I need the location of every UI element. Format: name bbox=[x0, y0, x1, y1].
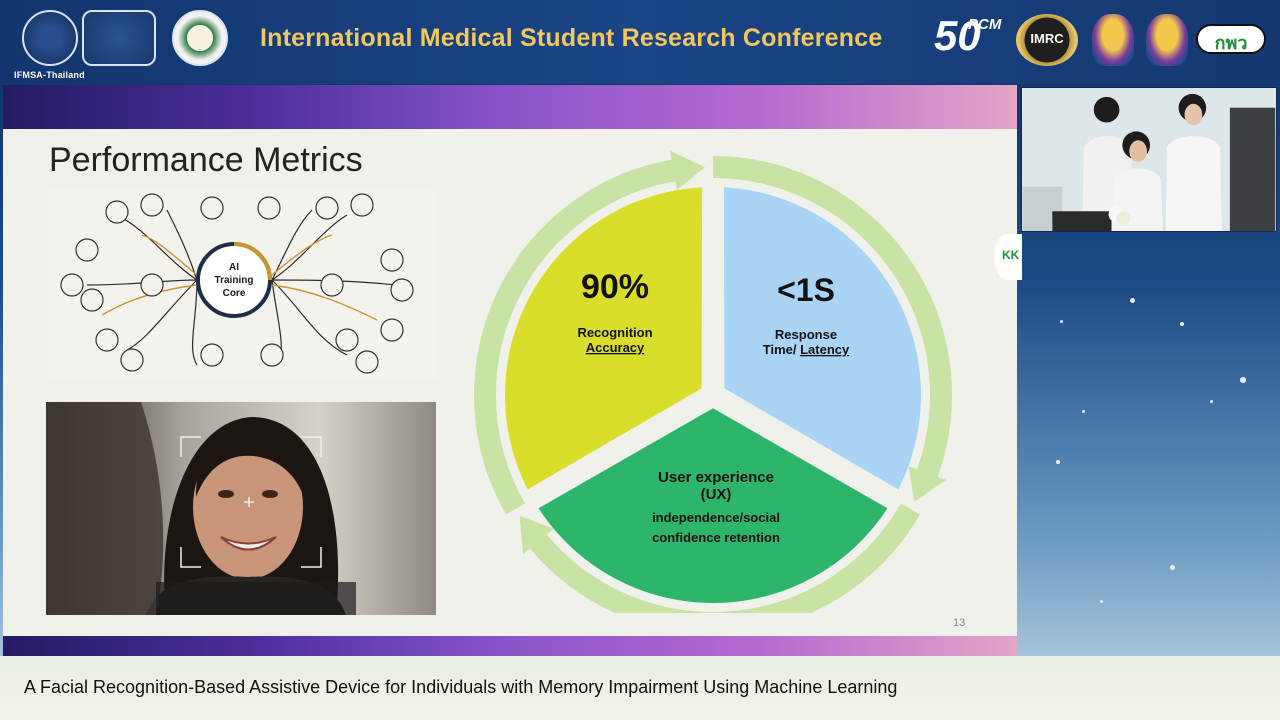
face-scan-photo bbox=[46, 402, 436, 615]
cycle-ring bbox=[474, 150, 952, 613]
cycle-ring-arc bbox=[529, 503, 920, 613]
conference-title: International Medical Student Research C… bbox=[260, 24, 883, 52]
ai-core-label-3: Core bbox=[223, 288, 246, 299]
ai-training-core-illustration: AI Training Core bbox=[47, 190, 437, 380]
background-star bbox=[1170, 565, 1175, 570]
caption-bar bbox=[0, 656, 1280, 720]
latency-label-time: Time/ bbox=[763, 342, 800, 357]
ifmsa-thailand-logo bbox=[22, 10, 78, 66]
cycle-ring-arrowhead bbox=[908, 466, 947, 503]
background-star bbox=[1180, 322, 1184, 326]
medical-school-seal-logo bbox=[172, 10, 228, 66]
conference-header: IFMSA-Thailand International Medical Stu… bbox=[0, 0, 1280, 84]
speaker-webcam bbox=[1021, 87, 1277, 232]
latency-label-line1: Response bbox=[775, 327, 837, 342]
pcm-text: PCM bbox=[968, 16, 1002, 33]
amsa-logo bbox=[82, 10, 156, 66]
pcm-number: 50 bbox=[934, 12, 981, 59]
background-star bbox=[1210, 400, 1213, 403]
presentation-slide: Performance Metrics bbox=[3, 85, 1017, 656]
ux-title-line1: User experience bbox=[658, 469, 774, 486]
background-star bbox=[1240, 377, 1246, 383]
background-star bbox=[1056, 460, 1060, 464]
background-star bbox=[1100, 600, 1103, 603]
accuracy-label-line1: Recognition bbox=[577, 325, 652, 340]
partner-logo-text: KK bbox=[1002, 248, 1020, 262]
accuracy-label-line2: Accuracy bbox=[586, 340, 645, 355]
imrc-logo: IMRC bbox=[1016, 14, 1078, 66]
imrc-text: IMRC bbox=[1030, 31, 1064, 46]
presentation-caption: A Facial Recognition-Based Assistive Dev… bbox=[24, 677, 898, 697]
performance-cycle-diagram: 90% Recognition Accuracy <1S Response Ti… bbox=[474, 150, 952, 613]
latency-label-line2: Time/ Latency bbox=[763, 342, 850, 357]
ux-desc-line2: confidence retention bbox=[652, 530, 780, 545]
cycle-ring-arrowhead bbox=[669, 150, 706, 191]
ifmsa-thailand-caption: IFMSA-Thailand bbox=[14, 70, 85, 80]
cycle-ring-arc bbox=[712, 156, 952, 477]
latency-value: <1S bbox=[777, 272, 835, 308]
segment-recognition-accuracy bbox=[504, 187, 703, 490]
cycle-ring-arrowhead bbox=[519, 515, 554, 555]
sponsor-logo: กพว bbox=[1196, 24, 1266, 54]
latency-label-latency: Latency bbox=[800, 342, 850, 357]
background-star bbox=[1130, 298, 1135, 303]
accuracy-value: 90% bbox=[581, 268, 649, 306]
ux-desc-line1: independence/social bbox=[652, 510, 780, 525]
segment-response-time bbox=[723, 187, 921, 490]
slide-bottom-band bbox=[3, 636, 1017, 656]
background-star bbox=[1082, 410, 1085, 413]
slide-top-band bbox=[3, 85, 1017, 129]
slide-title: Performance Metrics bbox=[49, 141, 363, 179]
cycle-ring-arc bbox=[474, 159, 676, 515]
royal-emblem-logo-1 bbox=[1092, 14, 1134, 66]
royal-emblem-logo-2 bbox=[1146, 14, 1188, 66]
pcm-50-logo: 50 PCM bbox=[930, 12, 1008, 66]
sponsor-text: กพว bbox=[1214, 33, 1248, 53]
ai-core-label-2: Training bbox=[215, 275, 254, 286]
slide-page-number: 13 bbox=[953, 617, 966, 629]
background-star bbox=[1060, 320, 1063, 323]
ux-title-line2: (UX) bbox=[701, 486, 732, 503]
ai-core-label-1: AI bbox=[229, 262, 239, 273]
partner-logo: KK bbox=[994, 234, 1022, 280]
segment-user-experience bbox=[538, 408, 888, 603]
